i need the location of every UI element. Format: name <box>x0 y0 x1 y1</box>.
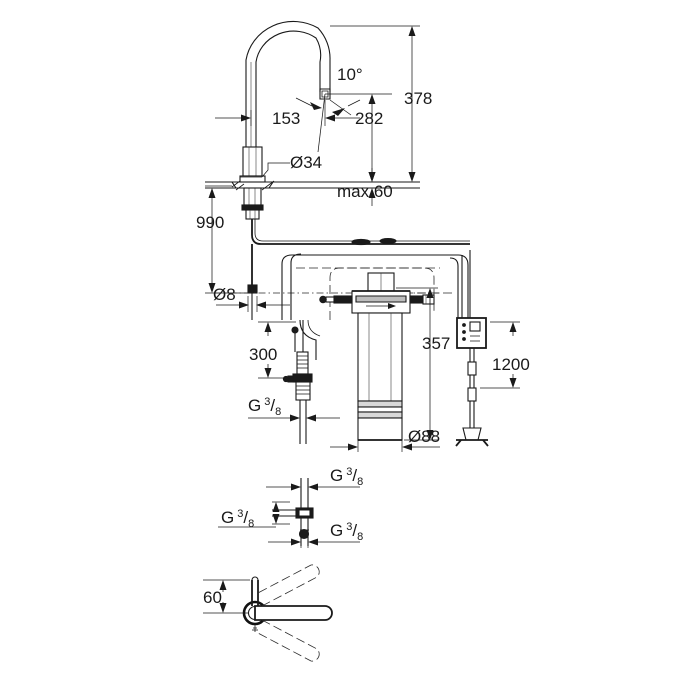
handle-rotation-detail-view: 60 <box>203 564 333 662</box>
dim-angle-10deg: 10° <box>295 65 392 153</box>
control-unit <box>455 250 489 447</box>
dim-label-378: 378 <box>404 89 432 108</box>
dim-label-357: 357 <box>422 334 450 353</box>
dim-label-282: 282 <box>355 109 383 128</box>
control-display <box>469 321 481 332</box>
dim-filter-height: 357 <box>396 287 450 441</box>
dim-valve-height: 300 <box>249 321 296 379</box>
dim-cable-length: 1200 <box>480 321 530 389</box>
dim-label-990: 990 <box>196 213 224 232</box>
dim-filter-diameter: Ø88 <box>330 427 440 452</box>
handle-ghost-positions <box>255 564 320 662</box>
supply-hose <box>247 219 470 320</box>
dim-total-height: 378 <box>330 25 432 182</box>
filter-unit <box>319 272 435 441</box>
main-assembly-view: 10° 378 282 153 <box>196 20 530 452</box>
led-indicator-3 <box>462 337 466 341</box>
handle-lever <box>254 605 333 621</box>
dim-spout-height: 282 <box>355 94 383 182</box>
dim-handle-height: 60 <box>203 579 250 614</box>
dim-label-d88: Ø88 <box>408 427 440 446</box>
power-plug <box>462 427 482 441</box>
water-tubing-routes <box>281 253 469 360</box>
dim-label-d8: Ø8 <box>213 285 236 304</box>
dim-label-d34: Ø34 <box>290 153 322 172</box>
dim-tube-diameter: Ø8 <box>213 285 290 312</box>
dim-label-1200: 1200 <box>492 355 530 374</box>
dim-label-max60: max.60 <box>337 182 393 201</box>
dim-label-300: 300 <box>249 345 277 364</box>
led-indicator-2 <box>462 330 466 334</box>
filter-inlet-fitting <box>319 295 353 304</box>
dim-deck-thickness: max.60 <box>337 168 393 206</box>
shutoff-valve-assembly <box>282 320 313 444</box>
dim-label-angle: 10° <box>337 65 363 84</box>
dim-label-153: 153 <box>272 109 300 128</box>
led-indicator-1 <box>462 323 466 327</box>
dim-label-60: 60 <box>203 588 222 607</box>
faucet-base-body <box>228 146 278 220</box>
dim-spout-reach: 153 <box>215 100 360 128</box>
dim-hose-length: 990 <box>196 185 250 294</box>
dim-base-diameter: Ø34 <box>240 153 322 178</box>
